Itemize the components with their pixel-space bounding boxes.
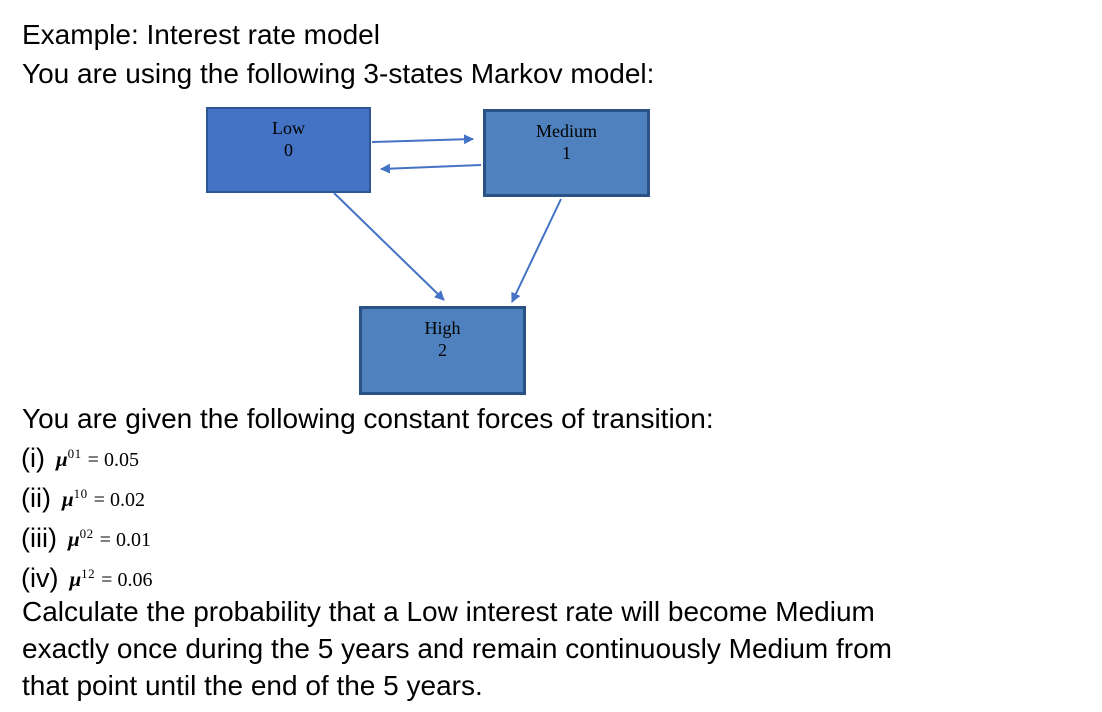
equation-value: = 0.01 xyxy=(99,529,151,551)
arrow-low-to-medium xyxy=(371,134,474,145)
mu-symbol: μ xyxy=(69,567,82,591)
state-node-high-label: High xyxy=(424,318,461,338)
state-node-low-label: Low xyxy=(272,118,305,138)
state-node-low-number: 0 xyxy=(284,140,293,160)
arrow-low-to-high xyxy=(333,192,445,301)
header-block: Example: Interest rate model You are usi… xyxy=(22,15,654,93)
mu-superscript: 12 xyxy=(81,566,96,581)
list-item: (ii) μ10 = 0.02 xyxy=(21,478,152,518)
arrow-medium-to-low xyxy=(380,163,482,174)
item-equation: μ12 = 0.06 xyxy=(69,564,152,592)
list-item: (iii) μ02 = 0.01 xyxy=(21,518,152,558)
item-label: (iv) xyxy=(21,563,59,593)
equation-value: = 0.02 xyxy=(93,489,145,511)
list-item: (iv) μ12 = 0.06 xyxy=(21,558,152,598)
equation-value: = 0.06 xyxy=(101,569,153,591)
state-node-high-number: 2 xyxy=(438,340,447,360)
page-title: Example: Interest rate model xyxy=(22,19,380,50)
mu-superscript: 02 xyxy=(79,526,94,541)
mu-symbol: μ xyxy=(61,487,74,511)
mu-superscript: 01 xyxy=(67,446,82,461)
item-equation: μ02 = 0.01 xyxy=(68,524,151,552)
state-node-medium: Medium 1 xyxy=(483,109,650,197)
mu-symbol: μ xyxy=(67,527,80,551)
equation-value: = 0.05 xyxy=(87,449,139,471)
question-block: Calculate the probability that a Low int… xyxy=(22,593,892,704)
intro-line: You are using the following 3-states Mar… xyxy=(22,58,655,89)
state-node-low: Low 0 xyxy=(206,107,371,193)
state-node-medium-label: Medium xyxy=(536,121,597,141)
state-node-high: High 2 xyxy=(359,306,526,395)
mu-symbol: μ xyxy=(55,447,68,471)
forces-list: (i) μ01= 0.05 (ii) μ10= 0.02 (iii) μ02= … xyxy=(21,438,152,598)
item-label: (i) xyxy=(21,443,45,473)
mu-superscript: 10 xyxy=(73,486,88,501)
item-label: (ii) xyxy=(21,483,51,513)
list-item: (i) μ01 = 0.05 xyxy=(21,438,152,478)
forces-intro: You are given the following constant for… xyxy=(22,403,714,434)
question-line: that point until the end of the 5 years. xyxy=(22,670,483,701)
question-line: exactly once during the 5 years and rema… xyxy=(22,633,892,664)
item-label: (iii) xyxy=(21,523,57,553)
item-equation: μ10 = 0.02 xyxy=(62,484,145,512)
question-line: Calculate the probability that a Low int… xyxy=(22,596,875,627)
arrow-medium-to-high xyxy=(511,198,562,303)
state-node-medium-number: 1 xyxy=(562,143,571,163)
item-equation: μ01 = 0.05 xyxy=(56,444,139,472)
